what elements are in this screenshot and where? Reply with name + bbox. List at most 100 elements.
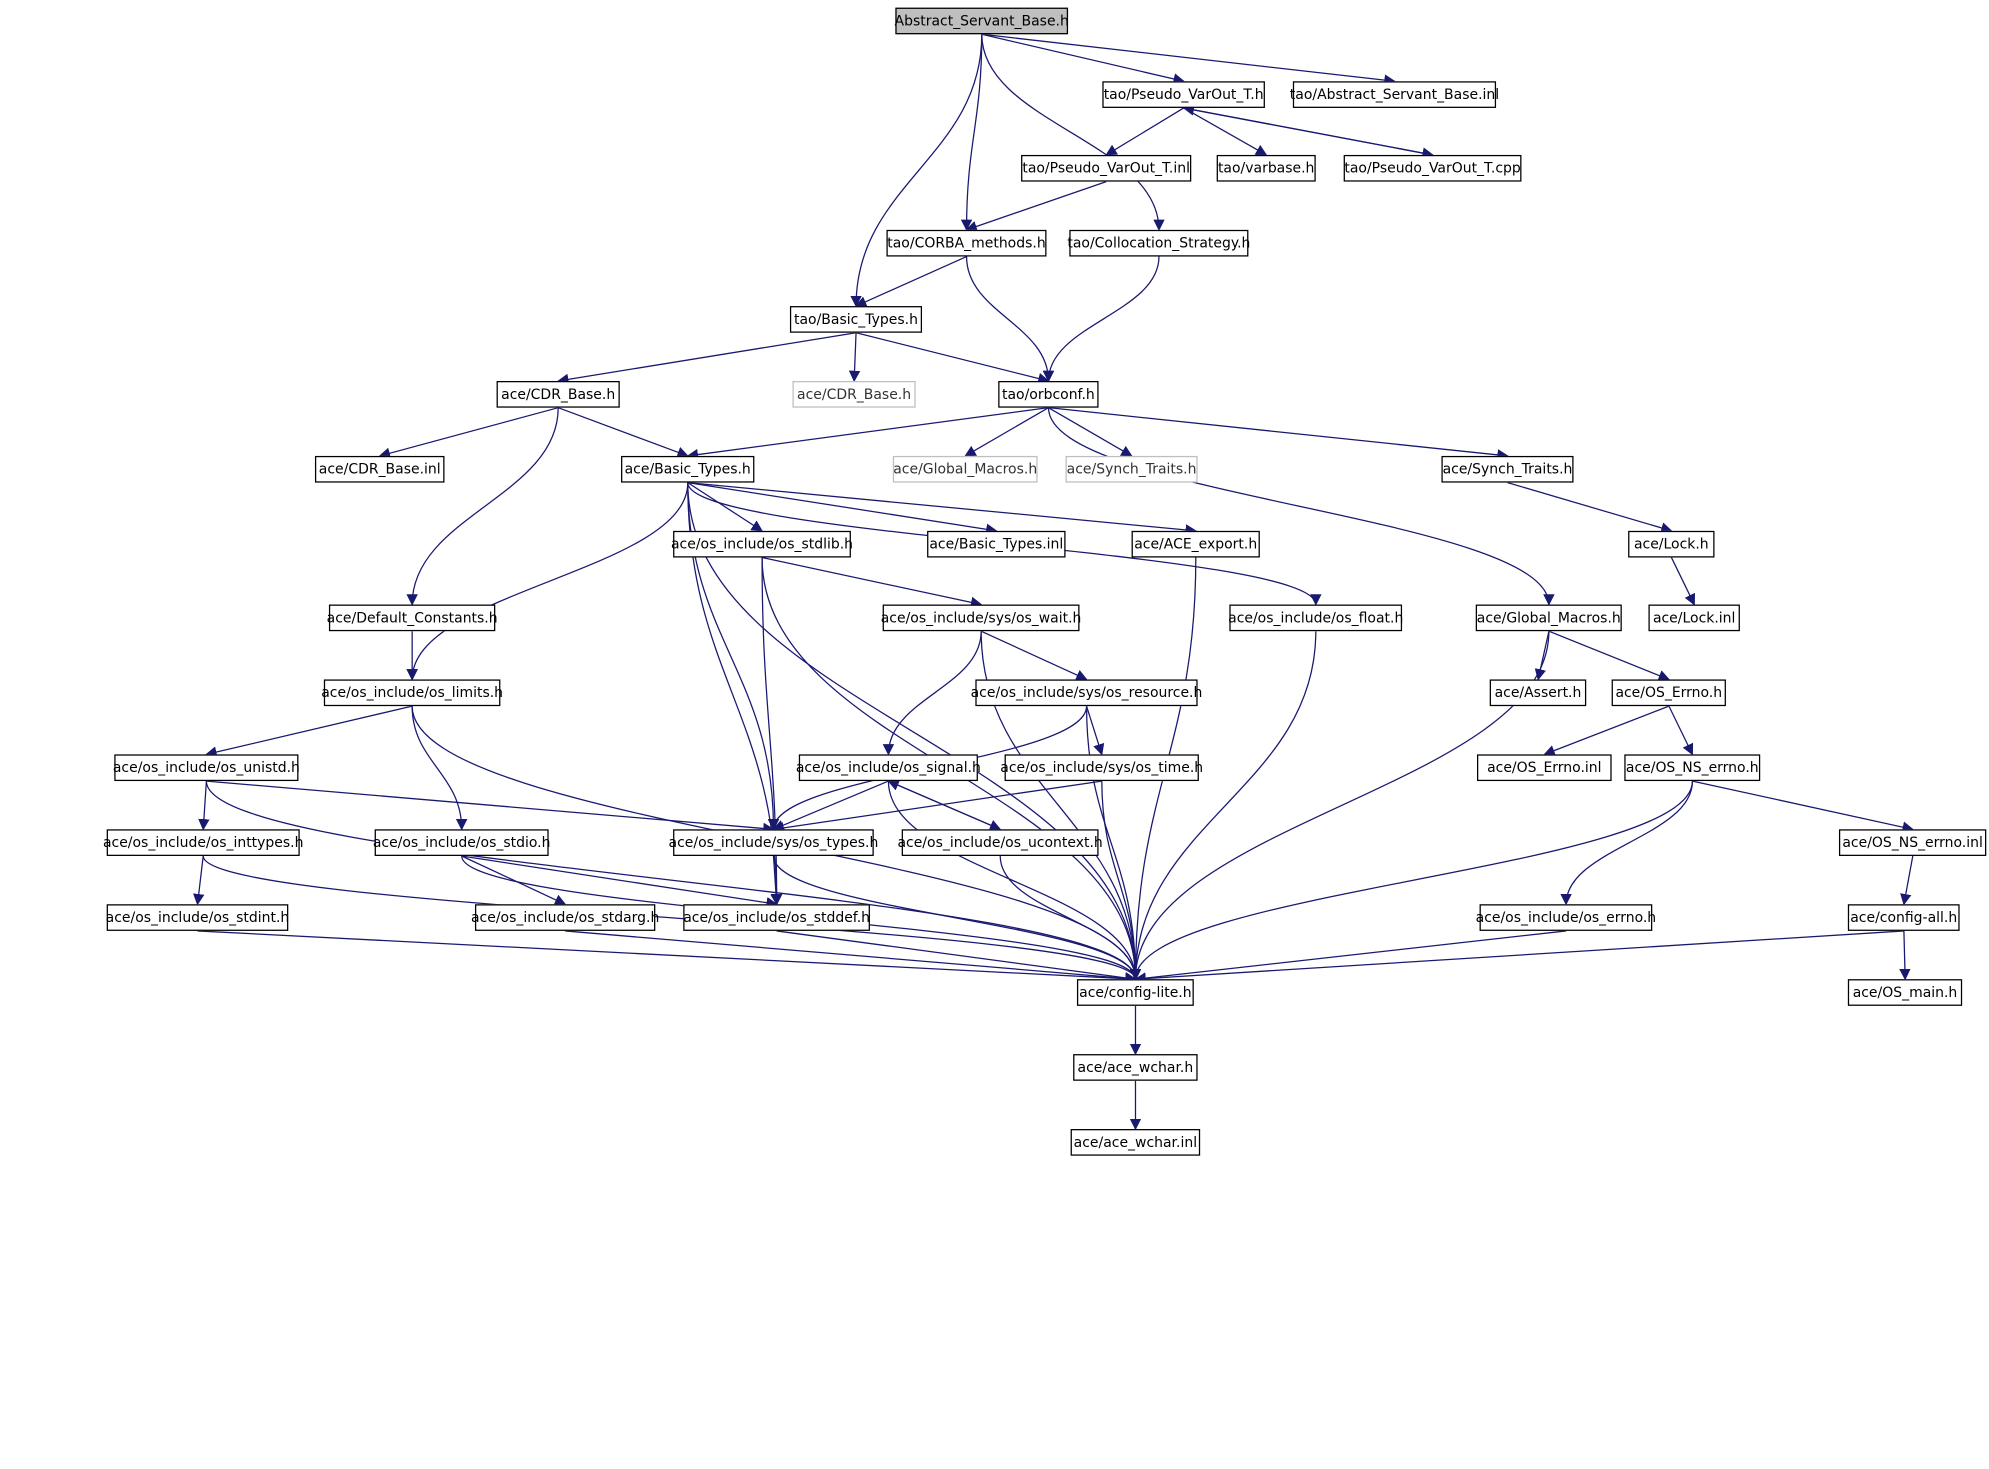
- graph-node-asbi[interactable]: tao/Abstract_Servant_Base.inl: [1290, 81, 1499, 108]
- edge-unistd-to-types: [206, 780, 775, 835]
- edge-ucontext-to-signal: [887, 779, 1001, 830]
- graph-node-limits[interactable]: ace/os_include/os_limits.h: [321, 679, 503, 707]
- graph-node-errnoi[interactable]: ace/OS_Errno.inl: [1477, 754, 1612, 782]
- graph-node-abt[interactable]: ace/Basic_Types.h: [621, 455, 755, 483]
- edge-cdr-to-cdri: [378, 407, 559, 459]
- edge-pvt-to-pvti: [1105, 107, 1185, 156]
- graph-node-locki[interactable]: ace/Lock.inl: [1648, 604, 1740, 632]
- edge-cfgall-to-osmain: [1899, 930, 1911, 981]
- graph-node-pvt[interactable]: tao/Pseudo_VarOut_T.h: [1102, 81, 1265, 108]
- edge-coll-to-orb: [1042, 256, 1160, 383]
- edge-pvtc-to-pvt: [1182, 104, 1433, 156]
- edge-abt-to-limits: [406, 482, 689, 681]
- graph-node-osmain[interactable]: ace/OS_main.h: [1847, 979, 1963, 1006]
- graph-node-pvtc[interactable]: tao/Pseudo_VarOut_T.cpp: [1343, 154, 1522, 182]
- graph-node-orb[interactable]: tao/orbconf.h: [998, 381, 1099, 408]
- graph-node-abti[interactable]: ace/Basic_Types.inl: [927, 530, 1066, 558]
- graph-node-st[interactable]: ace/Synch_Traits.h: [1441, 455, 1574, 483]
- edge-wait-to-signal: [882, 631, 982, 756]
- edge-nserr-to-oserrno: [1560, 781, 1694, 906]
- graph-node-pvti[interactable]: tao/Pseudo_VarOut_T.inl: [1021, 154, 1192, 182]
- graph-node-res[interactable]: ace/os_include/sys/os_resource.h: [971, 679, 1202, 707]
- edge-unistd-to-inttypes: [198, 781, 210, 831]
- graph-node-signal[interactable]: ace/os_include/os_signal.h: [796, 754, 981, 782]
- graph-node-unistd[interactable]: ace/os_include/os_unistd.h: [113, 754, 300, 782]
- edge-lock-to-locki: [1670, 557, 1695, 606]
- edge-pvti-to-corba: [965, 181, 1107, 232]
- graph-node-nserr[interactable]: ace/OS_NS_errno.h: [1624, 754, 1761, 782]
- graph-node-tbt[interactable]: tao/Basic_Types.h: [789, 306, 923, 333]
- edge-errno-to-nserr: [1668, 705, 1694, 756]
- edge-orb-to-gm2: [964, 407, 1049, 457]
- edge-abt-to-stdlib: [687, 482, 764, 532]
- edge-stdio-to-stddef: [461, 855, 778, 909]
- graph-node-dc[interactable]: ace/Default_Constants.h: [327, 604, 498, 632]
- edge-types-to-stddef: [770, 855, 782, 906]
- graph-node-st2[interactable]: ace/Synch_Traits.h: [1065, 455, 1198, 483]
- graph-node-cdr2[interactable]: ace/CDR_Base.h: [792, 381, 916, 408]
- graph-node-lock[interactable]: ace/Lock.h: [1628, 530, 1715, 558]
- edge-limits-to-stdio: [411, 706, 468, 831]
- edge-gm-to-assert: [1534, 631, 1550, 681]
- edge-types-to-cfglite: [772, 855, 1142, 981]
- edge-unistd-to-cfglite: [205, 781, 1142, 981]
- graph-node-varbase[interactable]: tao/varbase.h: [1216, 154, 1316, 182]
- edge-abt-to-cfglite: [687, 482, 1142, 981]
- graph-node-stdarg[interactable]: ace/os_include/os_stdarg.h: [471, 904, 659, 931]
- graph-node-time[interactable]: ace/os_include/sys/os_time.h: [1000, 754, 1203, 782]
- graph-node-assert[interactable]: ace/Assert.h: [1489, 679, 1587, 707]
- graph-node-root: Abstract_Servant_Base.h: [895, 7, 1069, 35]
- edge-signal-to-types: [772, 780, 889, 831]
- graph-node-oserrno[interactable]: ace/os_include/os_errno.h: [1476, 904, 1656, 931]
- graph-node-types[interactable]: ace/os_include/sys/os_types.h: [669, 829, 878, 856]
- graph-node-stddef[interactable]: ace/os_include/os_stddef.h: [683, 904, 870, 931]
- edge-nserr-to-nserri: [1692, 780, 1914, 833]
- edge-cfgall-to-cfglite: [1134, 930, 1904, 985]
- edge-wait-to-res: [980, 630, 1088, 681]
- edge-cdr-to-dc: [406, 407, 559, 606]
- edge-tbt-to-cdr: [557, 332, 857, 386]
- edge-st-to-lock: [1507, 482, 1673, 534]
- graph-node-ucontext[interactable]: ace/os_include/os_ucontext.h: [897, 829, 1103, 856]
- edge-stdint-to-cfglite: [197, 930, 1137, 985]
- edge-ucontext-to-cfglite: [999, 856, 1142, 981]
- edge-abt-to-aceexp: [687, 481, 1197, 536]
- graph-node-gm[interactable]: ace/Global_Macros.h: [1475, 604, 1622, 632]
- edge-stdarg-to-cfglite: [565, 930, 1137, 985]
- graph-node-stdlib[interactable]: ace/os_include/os_stdlib.h: [671, 530, 853, 558]
- edge-abt-to-abti: [687, 481, 998, 535]
- edge-nserri-to-cfgall: [1900, 855, 1914, 906]
- edge-gm-to-errno: [1548, 630, 1670, 681]
- graph-node-cdri[interactable]: ace/CDR_Base.inl: [314, 455, 445, 483]
- edge-time-to-cfglite: [1101, 781, 1142, 981]
- graph-node-wchar[interactable]: ace/ace_wchar.h: [1073, 1054, 1198, 1081]
- graph-node-cfgall[interactable]: ace/config-all.h: [1847, 904, 1960, 931]
- graph-node-stdint[interactable]: ace/os_include/os_stdint.h: [106, 904, 289, 931]
- graph-node-gm2[interactable]: ace/Global_Macros.h: [892, 455, 1038, 483]
- graph-node-corba[interactable]: tao/CORBA_methods.h: [886, 229, 1047, 257]
- edge-res-to-cfglite: [1085, 706, 1142, 981]
- edge-root-to-asbi: [981, 33, 1396, 86]
- graph-node-coll[interactable]: tao/Collocation_Strategy.h: [1067, 229, 1250, 257]
- graph-node-wchari[interactable]: ace/ace_wchar.inl: [1070, 1129, 1201, 1156]
- graph-node-cdr[interactable]: ace/CDR_Base.h: [496, 381, 620, 408]
- edge-root-to-coll: [981, 34, 1165, 232]
- edge-cdr-to-abt: [557, 407, 689, 458]
- edge-orb-to-abt: [686, 407, 1049, 461]
- edge-orb-to-gm: [1047, 407, 1555, 606]
- graph-node-errno[interactable]: ace/OS_Errno.h: [1611, 679, 1726, 707]
- edge-stddef-to-cfglite: [776, 930, 1137, 984]
- graph-node-stdio[interactable]: ace/os_include/os_stdio.h: [373, 829, 550, 856]
- graph-node-aceexp[interactable]: ace/ACE_export.h: [1131, 530, 1260, 558]
- graph-node-nserri[interactable]: ace/OS_NS_errno.inl: [1838, 829, 1987, 856]
- graph-node-float[interactable]: ace/os_include/os_float.h: [1228, 604, 1403, 632]
- graph-node-wait[interactable]: ace/os_include/sys/os_wait.h: [881, 604, 1081, 632]
- edge-inttypes-to-cfglite: [202, 855, 1142, 981]
- edge-errno-to-errnoi: [1543, 705, 1670, 757]
- graph-node-inttypes[interactable]: ace/os_include/os_inttypes.h: [103, 829, 303, 856]
- graph-node-cfglite[interactable]: ace/config-lite.h: [1076, 979, 1194, 1006]
- edge-stdio-to-stdarg: [461, 855, 567, 906]
- edge-orb-to-st2: [1048, 407, 1133, 457]
- edge-float-to-cfglite: [1129, 631, 1317, 981]
